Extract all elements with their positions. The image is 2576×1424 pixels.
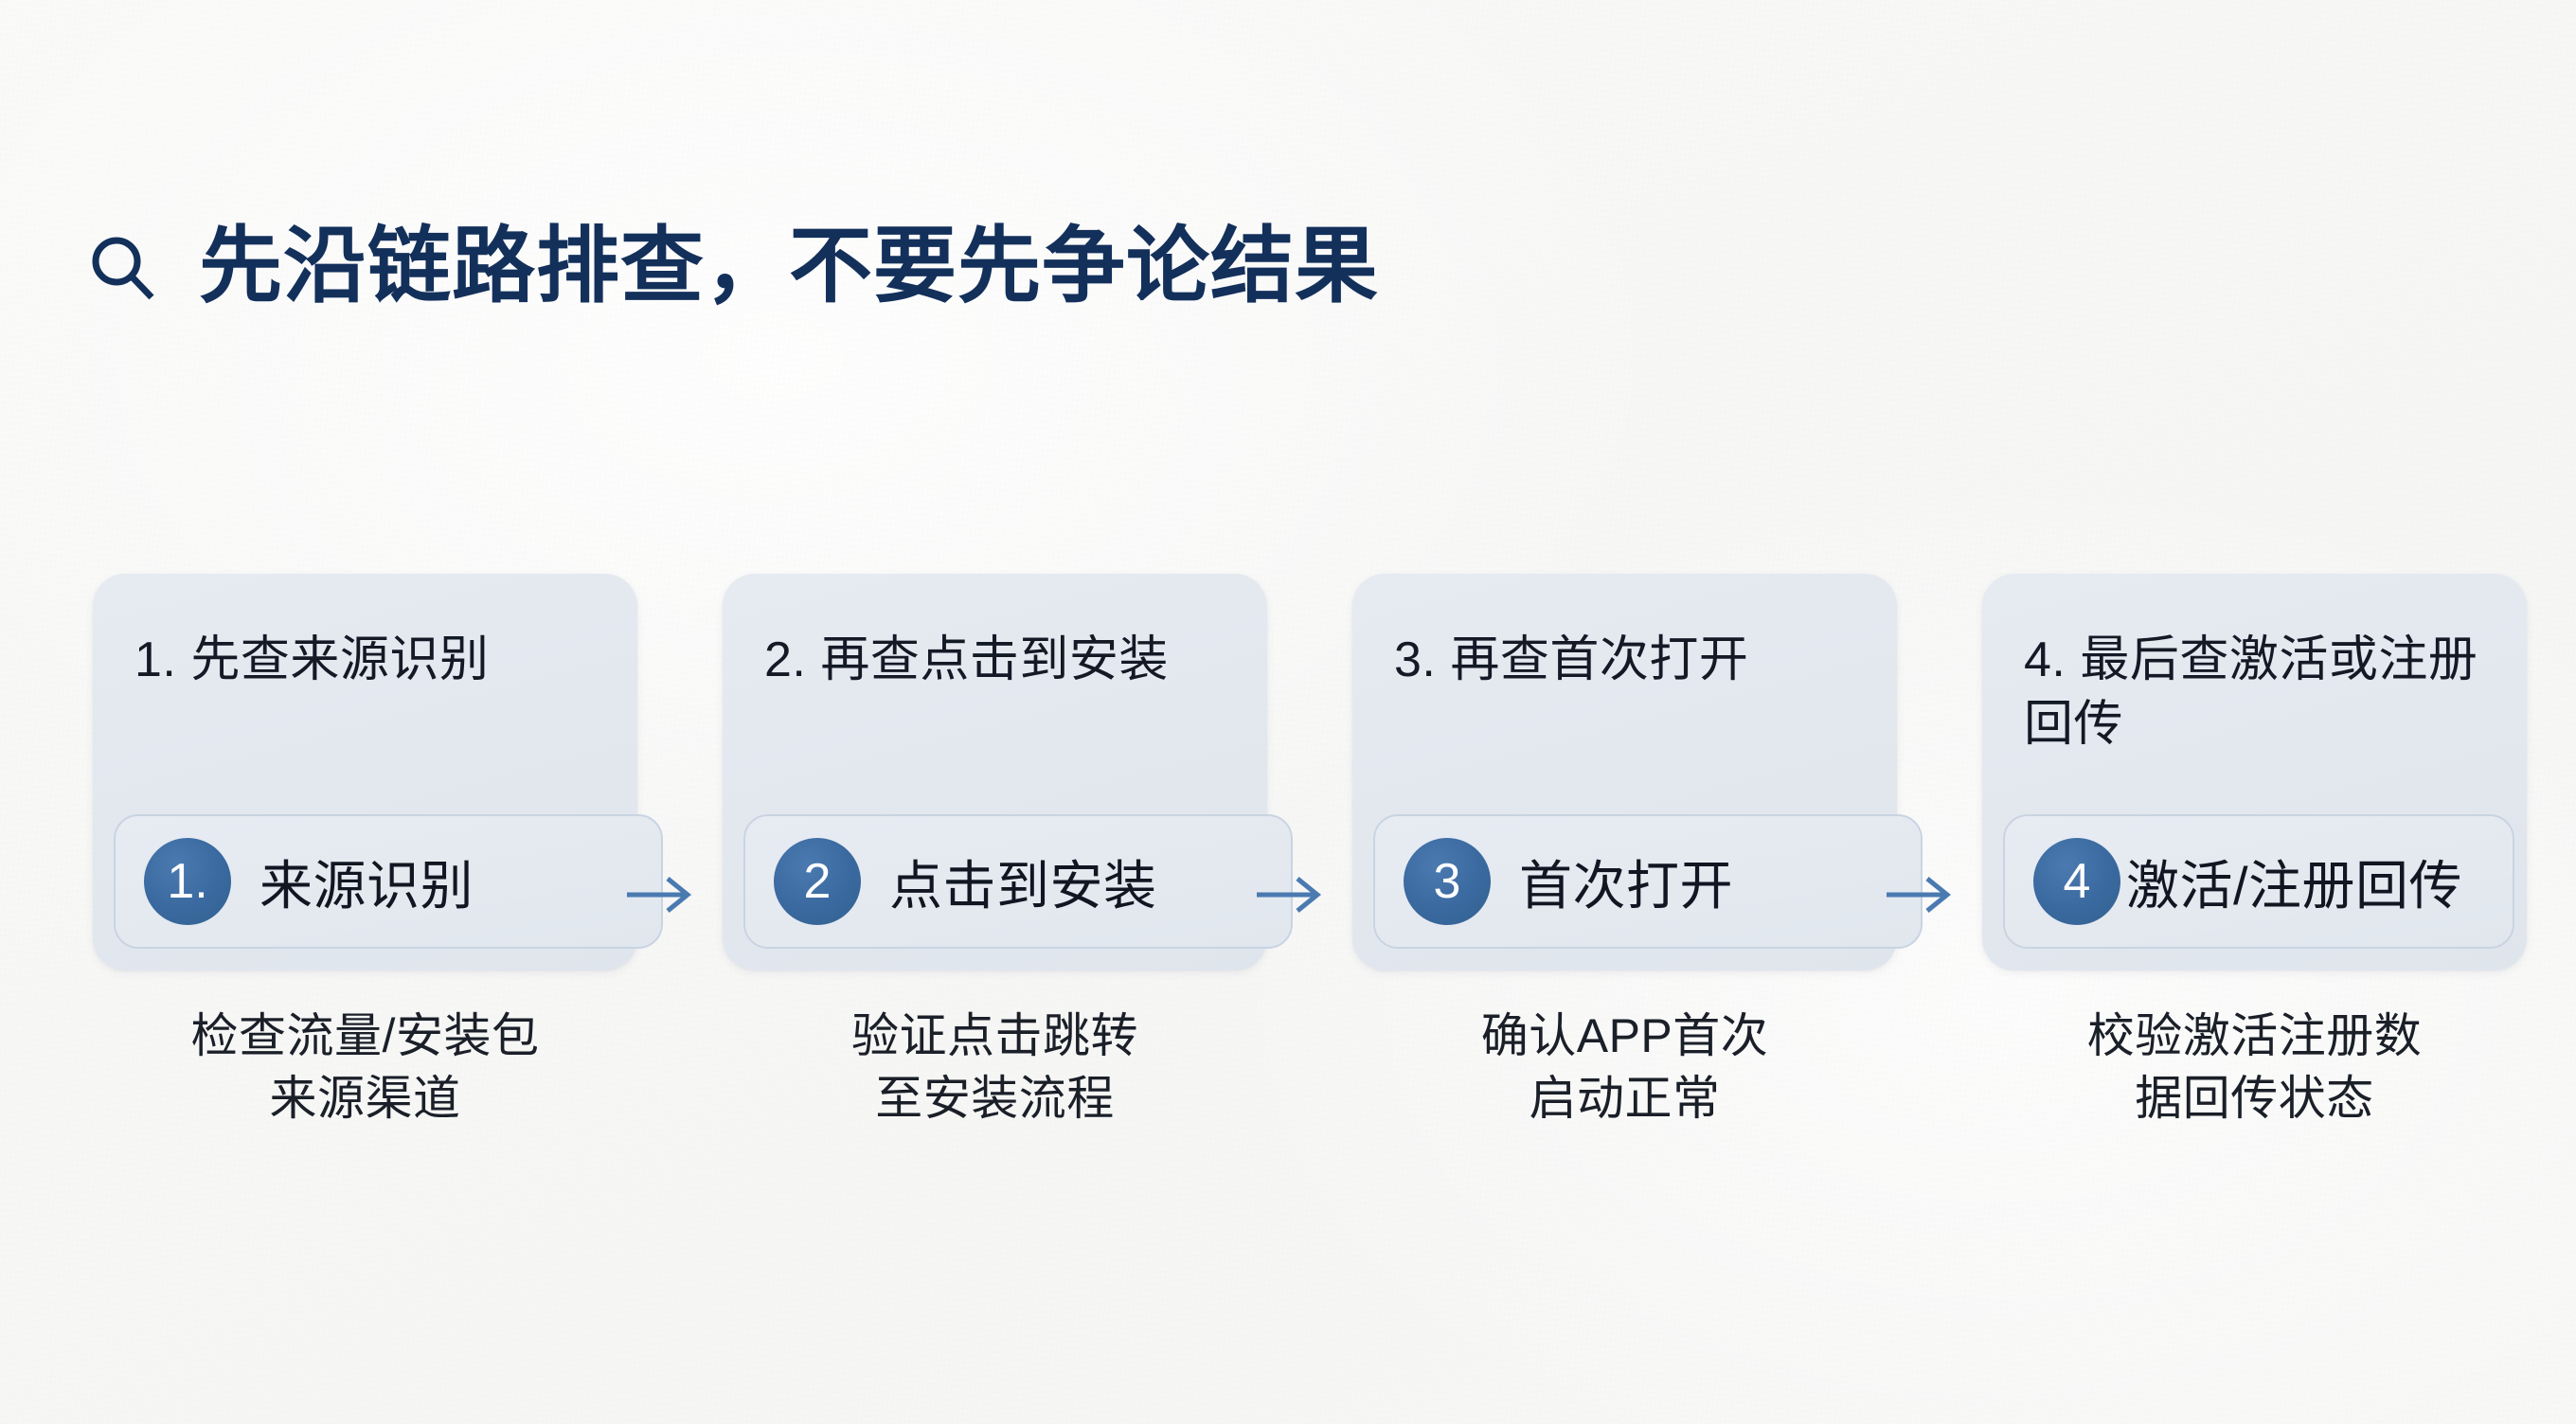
step-pill-1[interactable]: 1. 来源识别 xyxy=(114,814,663,949)
step-badge-4: 4 xyxy=(2033,838,2120,925)
step-badge-3: 3 xyxy=(1404,838,1491,925)
step-pill-label-1: 来源识别 xyxy=(259,855,474,916)
step-card-title-1: 1. 先查来源识别 xyxy=(134,632,490,687)
step-caption-1: 检查流量/安装包来源渠道 xyxy=(190,1009,540,1125)
step-card-title-2: 2. 再查点击到安装 xyxy=(764,632,1169,687)
flow-steps-row: 1. 先查来源识别 1. 来源识别 检查流量/安装包来源渠道 2. 再查点击到安… xyxy=(0,574,2576,1255)
step-badge-2: 2 xyxy=(774,838,861,925)
step-card-title-3: 3. 再查首次打开 xyxy=(1394,632,1749,687)
step-caption-3: 确认APP首次启动正常 xyxy=(1480,1009,1769,1125)
step-card-2[interactable]: 2. 再查点击到安装 2 点击到安装 xyxy=(723,574,1293,970)
step-card-1[interactable]: 1. 先查来源识别 1. 来源识别 xyxy=(93,574,663,970)
step-badge-1: 1. xyxy=(144,838,231,925)
page-title: 先沿链路排查，不要先争论结果 xyxy=(199,218,1380,312)
flow-step-3: 3. 再查首次打开 3 首次打开 确认APP首次启动正常 xyxy=(1352,574,1923,1125)
arrow-right-icon-1 xyxy=(625,870,699,919)
search-icon xyxy=(87,234,157,304)
flow-step-2: 2. 再查点击到安装 2 点击到安装 验证点击跳转至安装流程 xyxy=(723,574,1293,1125)
arrow-right-icon-2 xyxy=(1255,870,1329,919)
step-caption-2: 验证点击跳转至安装流程 xyxy=(851,1009,1138,1125)
step-pill-label-4: 激活/注册回传 xyxy=(2126,855,2463,916)
step-pill-label-2: 点击到安装 xyxy=(889,855,1157,916)
step-caption-4: 校验激活注册数据回传状态 xyxy=(2086,1009,2423,1125)
arrow-right-icon-3 xyxy=(1885,870,1959,919)
flow-step-4: 4. 最后查激活或注册回传 4 激活/注册回传 校验激活注册数据回传状态 xyxy=(1982,574,2527,1125)
flow-step-1: 1. 先查来源识别 1. 来源识别 检查流量/安装包来源渠道 xyxy=(93,574,663,1125)
step-pill-2[interactable]: 2 点击到安装 xyxy=(743,814,1293,949)
step-pill-3[interactable]: 3 首次打开 xyxy=(1373,814,1923,949)
step-pill-label-3: 首次打开 xyxy=(1519,855,1733,916)
slide-header: 先沿链路排查，不要先争论结果 xyxy=(87,169,1379,364)
step-card-title-4: 4. 最后查激活或注册回传 xyxy=(2024,632,2478,752)
step-pill-4[interactable]: 4 激活/注册回传 xyxy=(2003,814,2514,949)
step-card-4[interactable]: 4. 最后查激活或注册回传 4 激活/注册回传 xyxy=(1982,574,2527,970)
step-card-3[interactable]: 3. 再查首次打开 3 首次打开 xyxy=(1352,574,1923,970)
